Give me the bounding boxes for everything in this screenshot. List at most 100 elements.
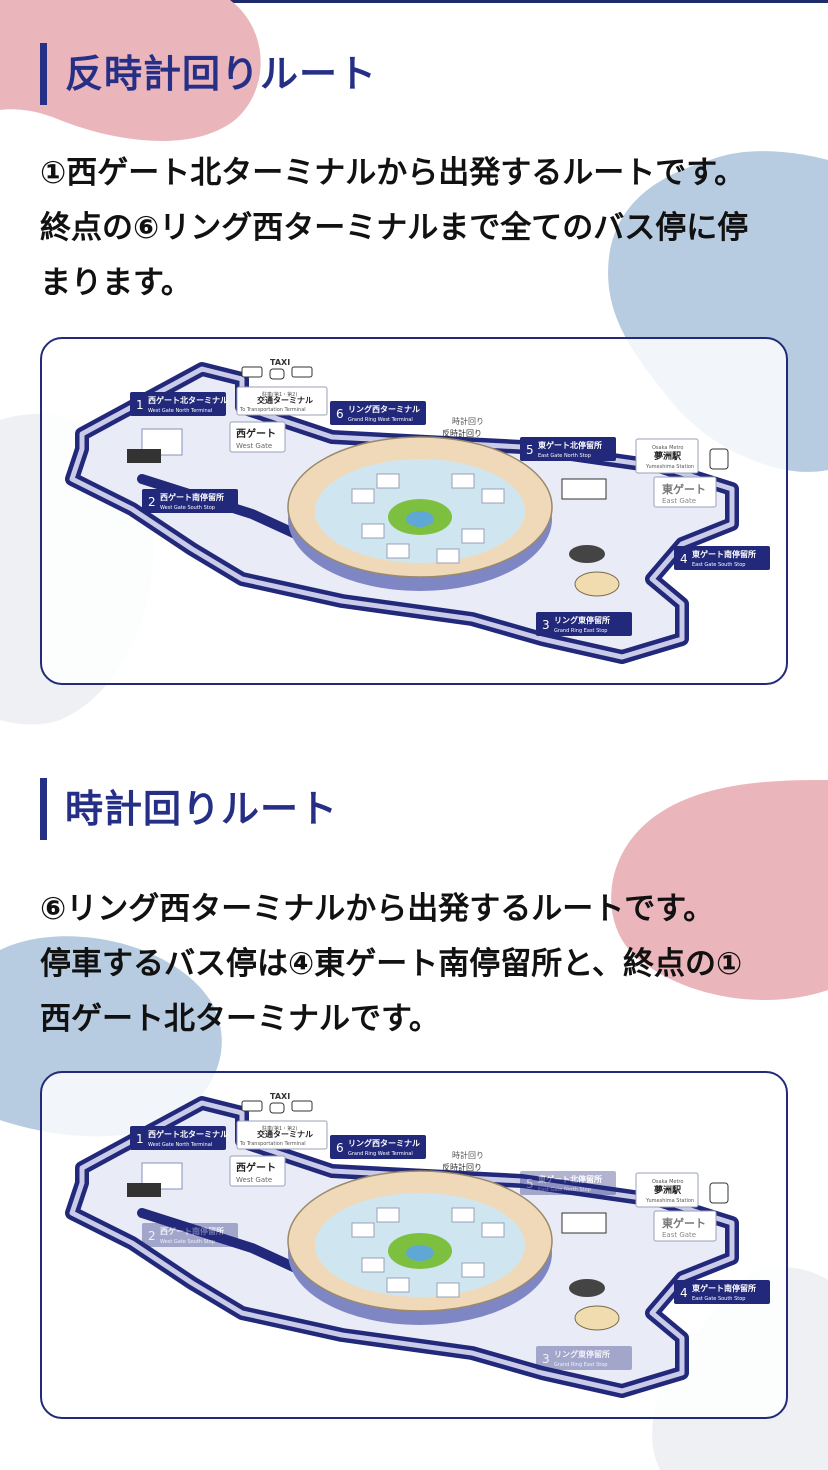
pavilion-block <box>386 543 410 559</box>
bus-icon <box>241 366 263 378</box>
taxi-icon <box>269 368 285 380</box>
direction-counterclockwise-label: 反時計回り <box>442 428 482 438</box>
top-border-line <box>0 0 828 3</box>
bus-stop-name: リング西ターミナル <box>348 404 420 414</box>
description-line: まります。 <box>40 265 192 301</box>
bus-stop-3: 3 リング東停留所 Grand Ring East Stop <box>536 612 632 636</box>
central-pond <box>406 511 434 527</box>
bus-stop-badge <box>142 489 238 513</box>
bus-shelter-west <box>127 1183 161 1197</box>
description-line: ⑥リング西ターミナルから出発するルートです。 <box>40 891 715 927</box>
train-icon <box>709 448 729 470</box>
bus-stop-name-en: East Gate North Stop <box>538 453 591 459</box>
bus-stop-number: 3 <box>542 618 550 632</box>
bus-stop-number: 3 <box>542 1352 550 1366</box>
bus-stop-badge <box>520 1171 616 1195</box>
bus-stop-badge <box>536 1346 632 1370</box>
train-icon <box>709 1182 729 1204</box>
metro-label: Osaka Metro <box>652 1179 683 1185</box>
east-gate-structure <box>561 1212 607 1234</box>
transport-terminal-sign <box>236 386 328 416</box>
bus-stop-number: 1 <box>136 398 144 412</box>
pink-blob-right <box>611 780 828 1000</box>
pavilion-block <box>436 548 460 564</box>
direction-counterclockwise-label: 反時計回り <box>442 1162 482 1172</box>
taxi-label: TAXI <box>270 1092 290 1101</box>
bus-stop-name-en: West Gate North Terminal <box>148 408 212 414</box>
direction-clockwise-label: 時計回り <box>452 416 484 426</box>
bus-stop-badge <box>330 401 426 425</box>
bus-stop-6: 6 リング西ターミナル Grand Ring West Terminal <box>330 401 426 425</box>
bus-stop-number: 6 <box>336 407 344 421</box>
pavilion-block <box>361 1257 385 1273</box>
description-line: 停車するバス停は④東ゲート南停留所と、終点の① <box>40 946 743 982</box>
pavilion-block <box>481 1222 505 1238</box>
bus-stop-badge <box>674 546 770 570</box>
section-title-counterclockwise: 反時計回りルート <box>40 43 377 105</box>
bus-stop-badge <box>536 612 632 636</box>
east-stadium <box>569 1279 605 1297</box>
east-gate-label-en: East Gate <box>662 1231 696 1239</box>
bus-stop-name: 東ゲート南停留所 <box>692 549 756 559</box>
car-icon <box>291 366 313 378</box>
central-pond <box>406 1245 434 1261</box>
description-line: ①西ゲート北ターミナルから出発するルートです。 <box>40 155 746 191</box>
bus-stop-name: 東ゲート北停留所 <box>538 1174 602 1184</box>
pavilion-block <box>451 473 475 489</box>
east-gate-sign <box>653 476 717 508</box>
bus-stop-name-en: Grand Ring East Stop <box>554 1362 607 1368</box>
bus-stop-name-en: East Gate South Stop <box>692 1296 745 1302</box>
east-gate-label: 東ゲート <box>662 482 706 496</box>
bus-stop-name-en: Grand Ring East Stop <box>554 628 607 634</box>
transport-terminal-sub: 駐車(第1・第2) <box>262 391 297 398</box>
bus-stop-number: 4 <box>680 552 688 566</box>
bus-stop-name: リング東停留所 <box>554 615 610 625</box>
east-gate-label-en: East Gate <box>662 497 696 505</box>
pavilion-block <box>376 473 400 489</box>
yumeshima-label: 夢洲駅 <box>654 1184 682 1196</box>
pavilion-block <box>436 1282 460 1298</box>
taxi-label: TAXI <box>270 358 290 367</box>
description-line: 西ゲート北ターミナルです。 <box>40 1001 440 1037</box>
west-gate-label: 西ゲート <box>236 1161 276 1174</box>
metro-label: Osaka Metro <box>652 445 683 451</box>
yumeshima-station-sign <box>635 1172 699 1208</box>
bus-stop-badge <box>330 1135 426 1159</box>
bus-stop-name-en: Grand Ring West Terminal <box>348 417 413 423</box>
bus-stop-name: 西ゲート北ターミナル <box>148 1129 228 1139</box>
bus-stop-4: 4 東ゲート南停留所 East Gate South Stop <box>674 546 770 570</box>
bus-stop-name-en: West Gate North Terminal <box>148 1142 212 1148</box>
transport-terminal-label: 交通ターミナル <box>257 1129 313 1139</box>
west-gate-label-en: West Gate <box>236 442 272 450</box>
bus-stop-badge <box>520 437 616 461</box>
yumeshima-label-en: Yumeshima Station <box>645 1198 694 1204</box>
section-title-clockwise: 時計回りルート <box>40 778 338 840</box>
pavilion-block <box>461 1262 485 1278</box>
car-icon <box>291 1100 313 1112</box>
east-gate-label: 東ゲート <box>662 1216 706 1230</box>
east-gate-sign <box>653 1210 717 1242</box>
bus-stop-name-en: Grand Ring West Terminal <box>348 1151 413 1157</box>
bus-stop-badge <box>674 1280 770 1304</box>
transport-terminal-en: To Transportation Terminal <box>239 407 306 413</box>
bus-stop-name-en: East Gate North Stop <box>538 1187 591 1193</box>
bus-stop-name: 東ゲート北停留所 <box>538 440 602 450</box>
pavilion-block <box>376 1207 400 1223</box>
section-description-clockwise: ⑥リング西ターミナルから出発するルートです。 停車するバス停は④東ゲート南停留所… <box>40 882 800 1047</box>
bus-stop-name: リング西ターミナル <box>348 1138 420 1148</box>
pavilion-block <box>386 1277 410 1293</box>
bus-stop-badge <box>142 1223 238 1247</box>
pavilion-block <box>351 488 375 504</box>
bus-stop-name-en: West Gate South Stop <box>160 505 215 511</box>
pavilion-block <box>351 1222 375 1238</box>
bus-stop-number: 6 <box>336 1141 344 1155</box>
bus-stop-name-en: West Gate South Stop <box>160 1239 215 1245</box>
bus-stop-name-en: East Gate South Stop <box>692 562 745 568</box>
